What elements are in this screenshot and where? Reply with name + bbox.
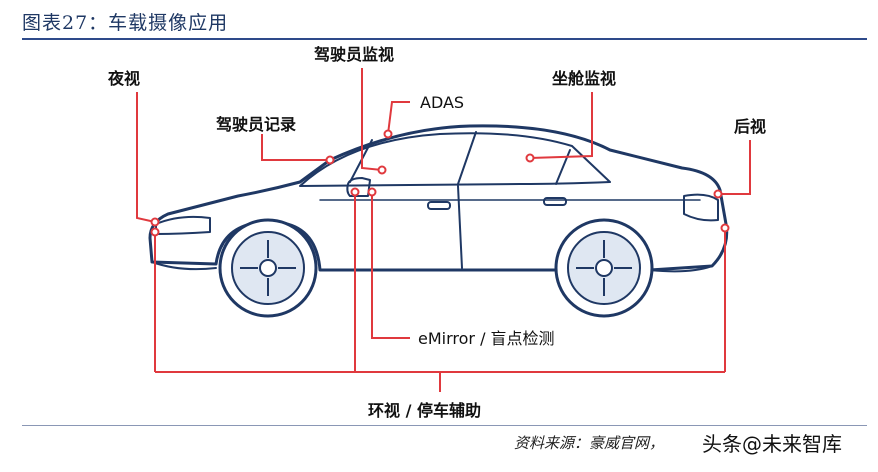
rear-door-handle [543, 197, 567, 206]
callout-night-vision [136, 92, 156, 223]
headlight [155, 215, 211, 235]
figure-title: 图表27：车载摄像应用 [22, 12, 229, 34]
tail-light [683, 193, 719, 222]
callout-emirror [371, 192, 410, 339]
camera-dot-mirror-right [367, 187, 377, 197]
label-surround: 环视 / 停车辅助 [368, 401, 481, 420]
camera-dot-driver-record [325, 155, 335, 165]
callout-lines [136, 68, 751, 392]
rear-wheel [554, 218, 654, 318]
label-driver-monitor: 驾驶员监视 [313, 45, 394, 64]
front-wheel [218, 218, 318, 318]
title-divider [22, 38, 867, 40]
label-driver-record: 驾驶员记录 [215, 115, 296, 134]
front-bumper [151, 261, 217, 271]
label-adas: ADAS [420, 93, 464, 112]
rear-bumper [649, 265, 713, 273]
camera-dot-rear-view [713, 189, 723, 199]
callout-driver-record [261, 134, 330, 161]
callout-driver-monitor [361, 68, 383, 171]
label-night-vision: 夜视 [107, 69, 140, 88]
label-rear-view: 后视 [734, 117, 766, 136]
camera-dot-cabin [525, 153, 535, 163]
camera-markers [150, 129, 730, 237]
label-cabin-monitor: 坐舱监视 [552, 69, 616, 88]
footer-divider [22, 425, 867, 426]
camera-dot-mirror-left [350, 187, 360, 197]
b-pillar [457, 131, 477, 185]
camera-dot-adas [383, 129, 393, 139]
camera-dot-surround-front [150, 227, 160, 237]
callout-rear-view [718, 140, 751, 195]
callout-adas [387, 101, 410, 135]
camera-dot-night-vision [150, 217, 160, 227]
car-body [148, 124, 729, 272]
camera-dot-driver-monitor [377, 165, 387, 175]
figure-header: 图表27：车载摄像应用 [0, 0, 878, 40]
side-mirror [346, 177, 371, 197]
car-windows-outline [299, 132, 611, 187]
label-emirror: eMirror / 盲点检测 [418, 329, 555, 348]
front-door-handle [427, 201, 451, 210]
c-pillar [555, 149, 571, 185]
watermark: 头条@未来智库 [702, 432, 842, 456]
camera-dot-surround-rear [720, 223, 730, 233]
source-note: 资料来源：豪威官网， [514, 434, 665, 452]
callout-cabin-monitor [529, 92, 593, 159]
